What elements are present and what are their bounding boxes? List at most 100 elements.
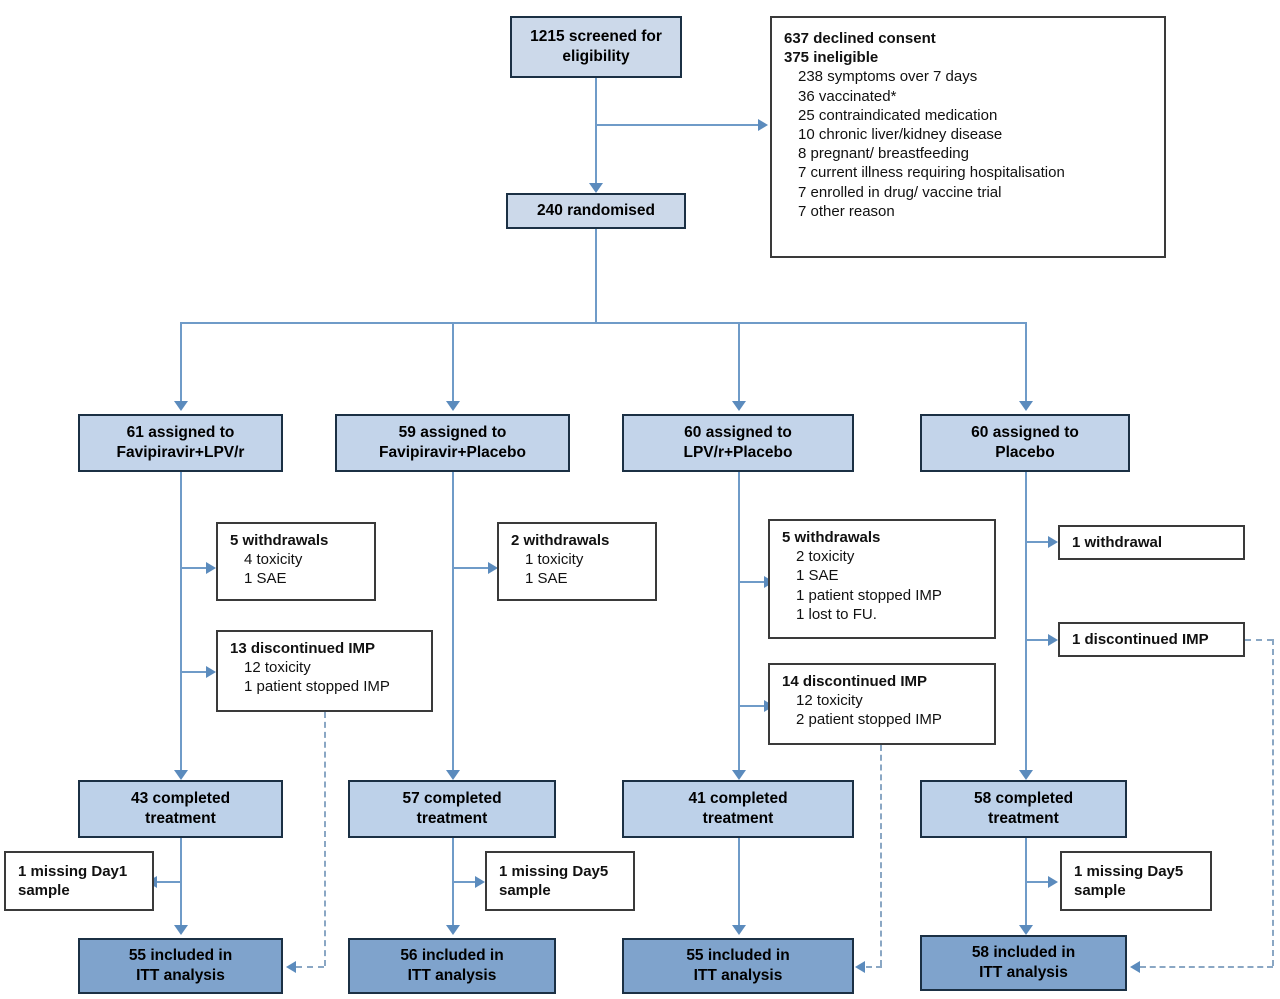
arm3-connector-to-withdrawals [738,581,766,583]
arm2-spine-lower [452,838,454,930]
screened-line1: 1215 screened for [530,28,662,46]
arm1-connector-to-withdrawals [180,567,208,569]
arm3-discontinued-box: 14 discontinued IMP 12 toxicity 2 patien… [768,663,996,745]
arm4-connector-to-discontinued [1025,639,1050,641]
exclusion-reason: 7 enrolled in drug/ vaccine trial [798,183,1002,201]
arm4-dashed-arrowhead [1130,961,1140,973]
arm4-assigned-box: 60 assigned to Placebo [920,414,1130,472]
exclusions-ineligible: 375 ineligible [784,49,879,67]
arrowhead-arm2 [446,401,460,411]
arm4-withdrawals-header: 1 withdrawal [1072,533,1163,551]
arm3-withdrawals-box: 5 withdrawals 2 toxicity 1 SAE 1 patient… [768,519,996,639]
arm2-arrowhead-to-itt [446,925,460,935]
arm3-itt-line2: ITT analysis [693,967,783,984]
arm4-discontinued-header: 1 discontinued IMP [1072,630,1209,648]
arm1-missing-line1: 1 missing Day1 [18,862,128,880]
arm3-dashed-vertical [880,745,882,966]
arm3-arrowhead-to-itt [732,925,746,935]
arm4-withdrawals-box: 1 withdrawal [1058,525,1245,560]
arrowhead-arm3 [732,401,746,411]
arm2-withdrawals-box: 2 withdrawals 1 toxicity 1 SAE [497,522,657,601]
arm1-completed-line2: treatment [145,810,216,827]
arm2-missing-sample-box: 1 missing Day5 sample [485,851,635,911]
arm2-assigned-line2: Favipiravir+Placebo [379,444,526,461]
connector-screened-to-randomised [595,78,597,184]
arrowhead-to-exclusions [758,119,768,131]
arm4-missing-line2: sample [1074,882,1126,899]
arm2-itt-line2: ITT analysis [407,967,497,984]
arm1-arrowhead-to-completed [174,770,188,780]
arm2-spine [452,472,454,778]
exclusion-reason: 7 other reason [798,202,895,220]
arm2-itt-box: 56 included in ITT analysis [348,938,556,994]
arm2-arrowhead-withdrawals [488,562,498,574]
arm1-assigned-line1: 61 assigned to [126,424,235,442]
arm2-missing-line1: 1 missing Day5 [499,862,609,880]
screened-line2: eligibility [562,48,630,65]
connector-randomised-down [595,229,597,323]
arm1-assigned-box: 61 assigned to Favipiravir+LPV/r [78,414,283,472]
allocation-distribution-bar [180,322,1026,324]
exclusions-box: 637 declined consent 375 ineligible 238 … [770,16,1166,258]
arm1-discontinued-header: 13 discontinued IMP [230,640,376,657]
arm3-itt-box: 55 included in ITT analysis [622,938,854,994]
connector-to-exclusions [595,124,760,126]
arm3-withdrawals-item: 1 SAE [796,567,839,585]
arm3-assigned-box: 60 assigned to LPV/r+Placebo [622,414,854,472]
arm2-connector-to-missing [452,881,477,883]
arm4-dashed-horizontal-bottom [1140,966,1273,968]
arrowhead-arm4 [1019,401,1033,411]
arm4-missing-sample-box: 1 missing Day5 sample [1060,851,1212,911]
arm1-discontinued-item: 12 toxicity [244,659,311,677]
arm1-arrowhead-discontinued [206,666,216,678]
randomised-box: 240 randomised [506,193,686,229]
arm2-arrowhead-missing [475,876,485,888]
arm4-arrowhead-to-itt [1019,925,1033,935]
arm2-withdrawals-header: 2 withdrawals [511,532,610,549]
arrowhead-arm1 [174,401,188,411]
arm4-assigned-line2: Placebo [995,444,1055,461]
arm3-spine-lower [738,838,740,930]
arm1-itt-line2: ITT analysis [136,967,225,984]
arm4-arrowhead-withdrawals [1048,536,1058,548]
arm2-withdrawals-item: 1 toxicity [525,551,584,569]
arm3-assigned-line1: 60 assigned to [684,424,792,442]
arm3-completed-line1: 41 completed [688,790,788,808]
arm1-dashed-horizontal [296,966,324,968]
arm3-dashed-horizontal [866,966,882,968]
connector-branch-arm4 [1025,322,1027,402]
arm2-withdrawals-item: 1 SAE [525,570,568,588]
arm1-arrowhead-withdrawals [206,562,216,574]
arm3-withdrawals-item: 2 toxicity [796,548,855,566]
arm4-arrowhead-discontinued [1048,634,1058,646]
exclusions-declined: 637 declined consent [784,30,936,47]
arm1-connector-to-discontinued [180,671,208,673]
arm3-completed-box: 41 completed treatment [622,780,854,838]
exclusion-reason: 36 vaccinated* [798,87,897,105]
arm1-missing-sample-box: 1 missing Day1 sample [4,851,154,911]
exclusion-reason: 238 symptoms over 7 days [798,68,978,86]
arm3-itt-line1: 55 included in [686,947,790,965]
arm1-itt-box: 55 included in ITT analysis [78,938,283,994]
arm4-completed-line2: treatment [988,810,1059,827]
arm1-spine-lower [180,838,182,930]
connector-branch-arm1 [180,322,182,402]
arm2-connector-to-withdrawals [452,567,490,569]
connector-branch-arm2 [452,322,454,402]
randomised-line1: 240 randomised [536,202,656,220]
screened-box: 1215 screened for eligibility [510,16,682,78]
arm3-discontinued-item: 12 toxicity [796,692,863,710]
arm4-itt-box: 58 included in ITT analysis [920,935,1127,991]
arm3-arrowhead-to-completed [732,770,746,780]
arm2-completed-box: 57 completed treatment [348,780,556,838]
arm4-dashed-horizontal-top [1245,639,1273,641]
arm1-dashed-vertical [324,712,326,966]
arm1-missing-line2: sample [18,882,70,899]
arm4-itt-line1: 58 included in [971,944,1076,962]
arm1-withdrawals-item: 1 SAE [244,570,287,588]
exclusion-reason: 8 pregnant/ breastfeeding [798,145,969,163]
arm3-discontinued-item: 2 patient stopped IMP [796,711,942,729]
arm1-completed-line1: 43 completed [130,790,231,808]
arm4-spine [1025,472,1027,778]
